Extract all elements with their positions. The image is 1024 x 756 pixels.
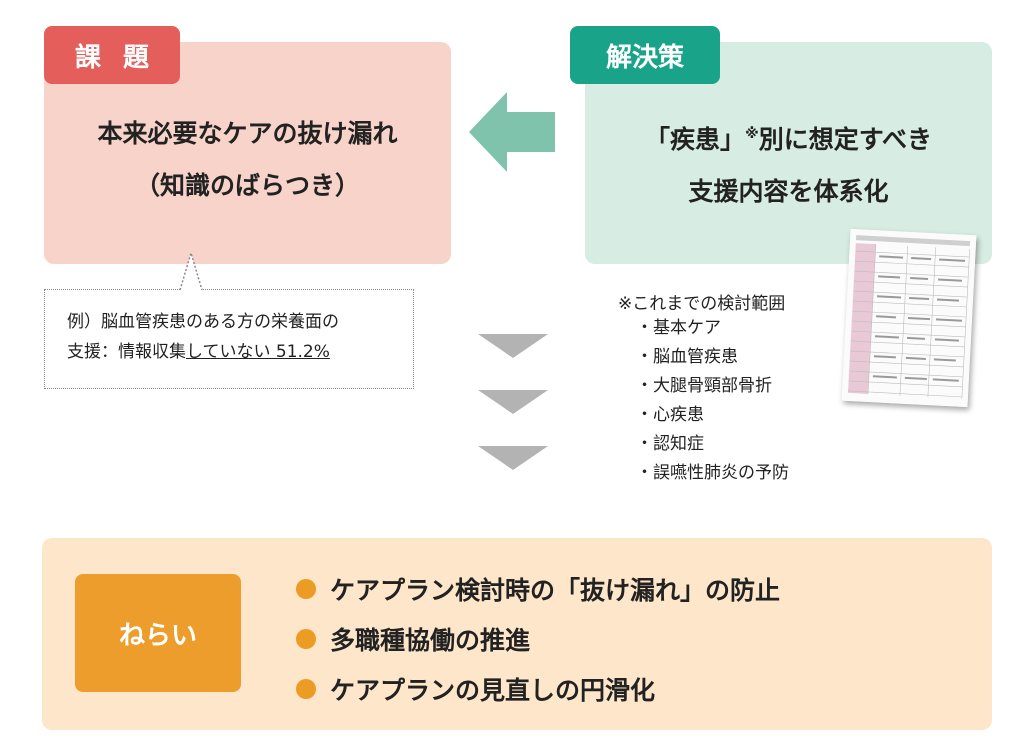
callout-line-1: 例）脳血管疾患のある方の栄養面の [67,312,339,332]
aim-item: ケアプラン検討時の「抜け漏れ」の防止 [296,564,780,614]
down-chevron-icon [478,446,548,470]
scope-item: ・基本ケア [636,318,721,338]
solution-line-2: 支援内容を体系化 [688,177,889,206]
scope-item: ・心疾患 [636,405,704,425]
down-chevron-icon [478,334,548,358]
problem-line-1: 本来必要なケアの抜け漏れ [97,119,398,148]
solution-tag: 解決策 [570,26,720,84]
scope-item: ・認知症 [636,434,704,454]
scope-list: ・基本ケア ・脳血管疾患 ・大腿骨頸部骨折 ・心疾患 ・認知症 ・誤嚥性肺炎の予… [636,314,789,488]
down-chevron-icon [478,390,548,414]
problem-tag: 課題 [44,26,180,84]
document-thumbnail [841,228,977,408]
example-callout: 例）脳血管疾患のある方の栄養面の 支援：情報収集していない 51.2% [44,289,414,389]
aim-item-text: 多職種協働の推進 [330,626,531,655]
aim-item-text: ケアプランの見直しの円滑化 [330,676,656,705]
solution-line-1-pre: 「疾患」 [645,125,746,154]
problem-statement: 本来必要なケアの抜け漏れ （知識のばらつき） [44,108,451,212]
callout-line-2: 支援：情報収集していない 51.2% [67,337,413,367]
bullet-dot-icon [296,629,316,649]
bullet-dot-icon [296,579,316,599]
document-page-icon [841,228,977,408]
problem-line-2: （知識のばらつき） [134,171,360,200]
footnote-mark: ※ [745,126,759,142]
solution-statement: 「疾患」※別に想定すべき 支援内容を体系化 [585,108,992,218]
scope-item: ・誤嚥性肺炎の予防 [636,463,789,483]
callout-line-2-pre: 支援：情報収集 [67,342,186,362]
aim-tag: ねらい [75,574,241,692]
aim-list: ケアプラン検討時の「抜け漏れ」の防止 多職種協働の推進 ケアプランの見直しの円滑… [296,564,780,714]
solution-line-1: 「疾患」※別に想定すべき [585,108,992,166]
aim-item: ケアプランの見直しの円滑化 [296,664,780,714]
aim-item-text: ケアプラン検討時の「抜け漏れ」の防止 [330,576,781,605]
solution-line-1-post: 別に想定すべき [758,125,932,154]
scope-item: ・脳血管疾患 [636,347,738,367]
scope-item: ・大腿骨頸部骨折 [636,376,772,396]
aim-item: 多職種協働の推進 [296,614,780,664]
bullet-dot-icon [296,679,316,699]
callout-statistic: していない 51.2% [186,342,330,362]
left-arrow-icon [469,92,555,172]
callout-pointer-icon [179,252,203,291]
scope-heading: ※これまでの検討範囲 [618,294,786,314]
